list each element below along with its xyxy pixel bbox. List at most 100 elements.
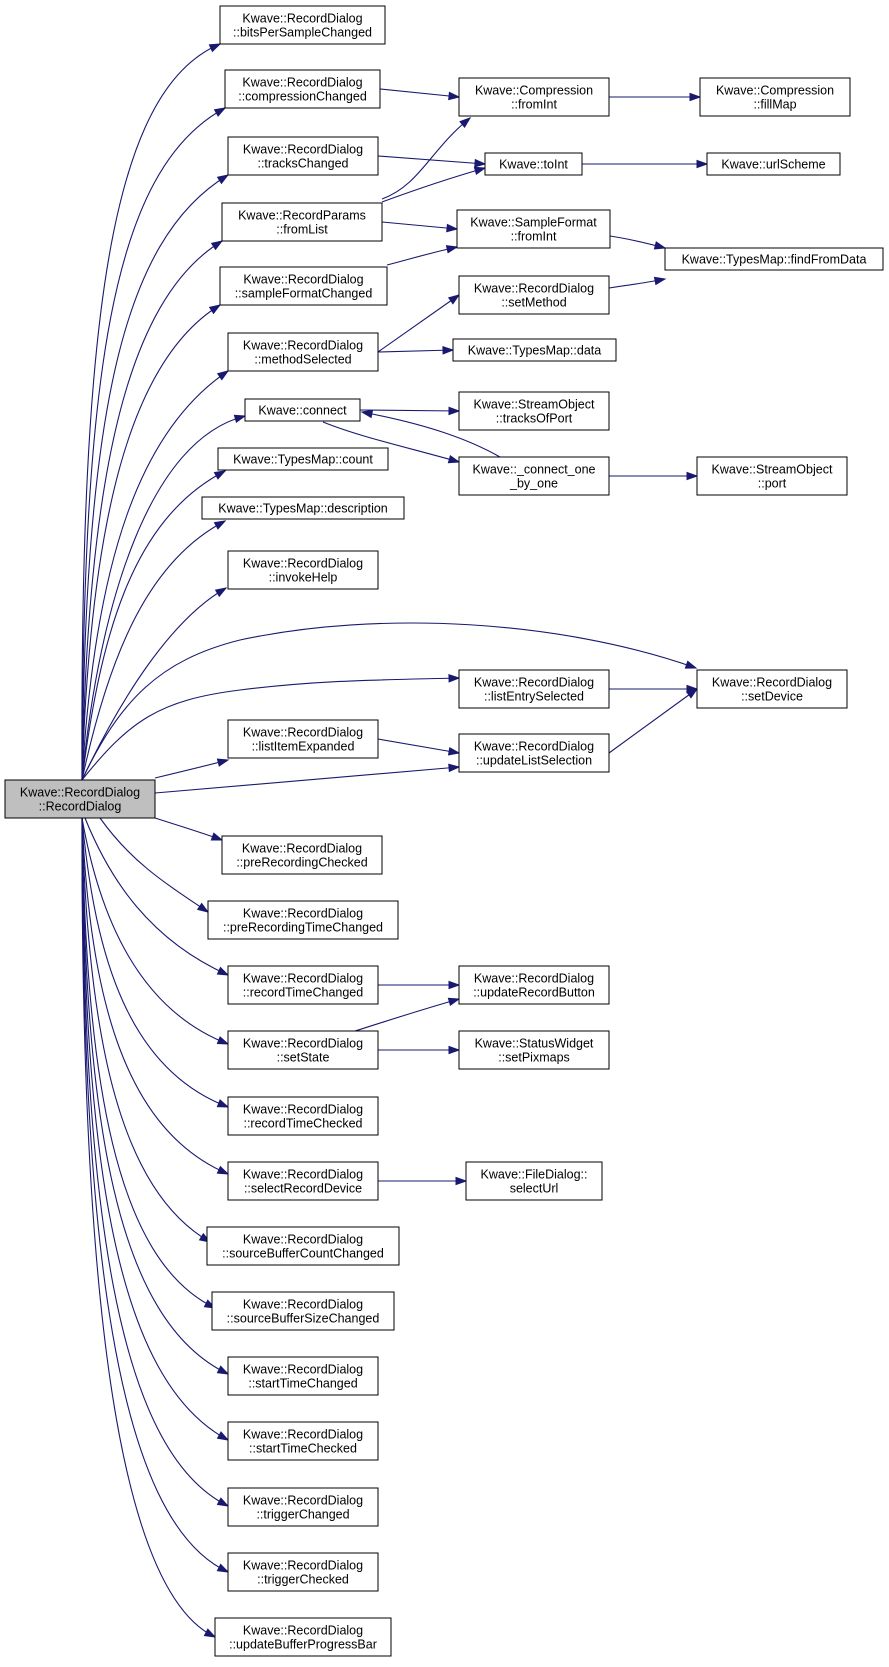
edge-n0-to-n7 xyxy=(81,415,246,781)
graph-node-n7[interactable]: Kwave::connect xyxy=(244,398,361,422)
graph-node-n11[interactable]: Kwave::RecordDialog::listItemExpanded xyxy=(227,719,379,759)
edge-arrowhead-48 xyxy=(448,1045,461,1055)
graph-node-n19[interactable]: Kwave::RecordDialog::sourceBufferSizeCha… xyxy=(211,1291,395,1331)
graph-node-n27[interactable]: Kwave::SampleFormat::fromInt xyxy=(456,209,611,249)
node-label-line: ::recordTimeChecked xyxy=(243,1117,362,1131)
node-box xyxy=(206,1226,400,1266)
node-label-line: Kwave::RecordDialog xyxy=(243,143,363,157)
edge-arrowhead-42 xyxy=(686,471,699,481)
node-label-line: Kwave::RecordDialog xyxy=(243,1168,363,1182)
node-box xyxy=(227,550,379,590)
edge-arrowhead-45 xyxy=(685,688,699,699)
edge-arrowhead-17 xyxy=(216,1036,230,1045)
node-box xyxy=(214,1617,392,1657)
edge-n0-to-n5 xyxy=(81,304,221,781)
graph-node-n1[interactable]: Kwave::RecordDialog::bitsPerSampleChange… xyxy=(219,5,386,45)
node-label-line: ::fillMap xyxy=(753,98,796,112)
node-label-line: Kwave::RecordDialog xyxy=(243,273,363,287)
node-box xyxy=(227,1096,379,1136)
graph-node-n13[interactable]: Kwave::RecordDialog::preRecordingTimeCha… xyxy=(207,900,399,940)
graph-node-n16[interactable]: Kwave::RecordDialog::recordTimeChecked xyxy=(227,1096,379,1136)
graph-node-n34[interactable]: Kwave::RecordDialog::updateRecordButton xyxy=(458,965,610,1005)
node-label-line: Kwave::RecordDialog xyxy=(242,842,362,856)
node-box xyxy=(227,1030,379,1070)
graph-node-n23[interactable]: Kwave::RecordDialog::triggerChecked xyxy=(227,1552,379,1592)
edge-n0-to-n11 xyxy=(154,759,229,779)
graph-node-n41[interactable]: Kwave::RecordDialog::setDevice xyxy=(696,669,848,709)
node-box xyxy=(244,398,361,422)
graph-node-n25[interactable]: Kwave::Compression::fromInt xyxy=(458,77,610,117)
graph-node-n40[interactable]: Kwave::StreamObject::port xyxy=(696,456,848,496)
node-box xyxy=(207,900,399,940)
node-box xyxy=(227,332,379,372)
edge-n11-to-n33 xyxy=(377,738,460,754)
graph-node-n29[interactable]: Kwave::TypesMap::data xyxy=(452,338,617,362)
node-label-line: ::sampleFormatChanged xyxy=(235,287,373,301)
edge-arrowhead-0 xyxy=(208,43,222,53)
edge-n33-to-n41 xyxy=(608,688,698,754)
graph-node-n38[interactable]: Kwave::urlScheme xyxy=(706,152,841,176)
node-label-line: Kwave::SampleFormat xyxy=(470,216,597,230)
graph-node-n9[interactable]: Kwave::TypesMap::description xyxy=(201,496,405,520)
graph-node-n36[interactable]: Kwave::FileDialog::selectUrl xyxy=(465,1161,603,1201)
node-label-line: Kwave::RecordDialog xyxy=(474,282,594,296)
edge-arrowhead-31 xyxy=(446,223,459,233)
node-label-line: Kwave::StatusWidget xyxy=(475,1037,594,1051)
graph-node-n24[interactable]: Kwave::RecordDialog::updateBufferProgres… xyxy=(214,1617,392,1657)
graph-node-n35[interactable]: Kwave::StatusWidget::setPixmaps xyxy=(458,1030,610,1070)
graph-node-n3[interactable]: Kwave::RecordDialog::tracksChanged xyxy=(227,136,379,176)
node-label-line: ::preRecordingChecked xyxy=(236,856,367,870)
graph-node-n18[interactable]: Kwave::RecordDialog::sourceBufferCountCh… xyxy=(206,1226,400,1266)
node-label-line: ::compressionChanged xyxy=(238,90,367,104)
edge-n0-to-n20 xyxy=(81,817,229,1375)
graph-node-n21[interactable]: Kwave::RecordDialog::startTimeChecked xyxy=(227,1421,379,1461)
edge-arrowhead-23 xyxy=(216,1431,230,1441)
graph-node-n5[interactable]: Kwave::RecordDialog::sampleFormatChanged xyxy=(219,266,388,306)
node-box xyxy=(696,456,848,496)
graph-node-n39[interactable]: Kwave::TypesMap::findFromData xyxy=(664,247,884,271)
graph-node-n0[interactable]: Kwave::RecordDialog::RecordDialog xyxy=(4,779,156,819)
node-box xyxy=(706,152,841,176)
edge-arrowhead-2 xyxy=(216,174,230,185)
edge-n0-to-n12 xyxy=(154,817,223,841)
node-box xyxy=(458,391,610,431)
node-box xyxy=(227,1161,379,1201)
graph-node-n33[interactable]: Kwave::RecordDialog::updateListSelection xyxy=(458,733,610,773)
node-label-line: ::port xyxy=(758,477,787,491)
graph-node-n32[interactable]: Kwave::RecordDialog::listEntrySelected xyxy=(458,669,610,709)
graph-node-n26[interactable]: Kwave::toInt xyxy=(484,152,583,176)
graph-node-n6[interactable]: Kwave::RecordDialog::methodSelected xyxy=(227,332,379,372)
edge-arrowhead-15 xyxy=(196,902,210,913)
graph-node-n28[interactable]: Kwave::RecordDialog::setMethod xyxy=(458,275,610,315)
graph-node-n31[interactable]: Kwave::_connect_one_by_one xyxy=(458,456,610,496)
edge-n0-to-n21 xyxy=(81,817,229,1441)
node-label-line: Kwave::RecordDialog xyxy=(712,676,832,690)
edge-n0-to-n23 xyxy=(81,817,229,1573)
node-box xyxy=(227,1356,379,1396)
graph-node-n30[interactable]: Kwave::StreamObject::tracksOfPort xyxy=(458,391,610,431)
graph-node-n8[interactable]: Kwave::TypesMap::count xyxy=(217,447,389,471)
node-box xyxy=(227,1487,379,1527)
edge-n0-to-n1 xyxy=(81,43,221,781)
graph-node-n22[interactable]: Kwave::RecordDialog::triggerChanged xyxy=(227,1487,379,1527)
edge-arrowhead-4 xyxy=(208,304,222,315)
graph-node-n10[interactable]: Kwave::RecordDialog::invokeHelp xyxy=(227,550,379,590)
edge-n0-to-n19 xyxy=(81,817,216,1309)
graph-node-n37[interactable]: Kwave::Compression::fillMap xyxy=(699,77,851,117)
graph-node-n12[interactable]: Kwave::RecordDialog::preRecordingChecked xyxy=(221,835,383,875)
edge-n0-to-n13 xyxy=(99,817,209,913)
graph-node-n17[interactable]: Kwave::RecordDialog::selectRecordDevice xyxy=(227,1161,379,1201)
graph-node-n20[interactable]: Kwave::RecordDialog::startTimeChanged xyxy=(227,1356,379,1396)
node-label-line: Kwave::RecordDialog xyxy=(243,1559,363,1573)
node-label-line: ::fromList xyxy=(276,223,328,237)
graph-node-n14[interactable]: Kwave::RecordDialog::recordTimeChanged xyxy=(227,965,379,1005)
edge-n3-to-n26 xyxy=(377,155,486,165)
node-box xyxy=(458,733,610,773)
node-label-line: ::listEntrySelected xyxy=(484,690,584,704)
graph-node-n2[interactable]: Kwave::RecordDialog::compressionChanged xyxy=(224,69,381,109)
graph-node-n4[interactable]: Kwave::RecordParams::fromList xyxy=(221,202,383,242)
graph-node-n15[interactable]: Kwave::RecordDialog::setState xyxy=(227,1030,379,1070)
edge-arrowhead-25 xyxy=(216,1563,230,1573)
edge-arrowhead-28 xyxy=(474,158,487,168)
